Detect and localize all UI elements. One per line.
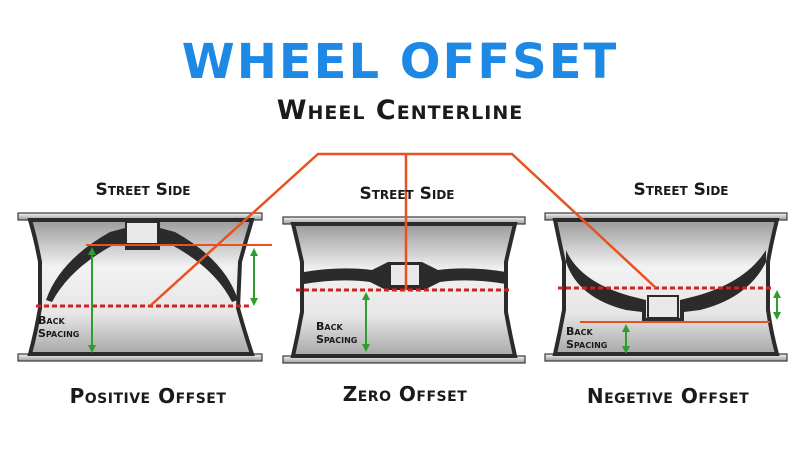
back-spacing-label-negative: Back Spacing	[566, 325, 608, 351]
back-spacing-label-positive: Back Spacing	[38, 314, 80, 340]
back-spacing-label-zero: Back Spacing	[316, 320, 358, 346]
centerline-callout	[149, 152, 657, 307]
back-spacing-arrowheads	[622, 324, 630, 354]
caption-negative-offset: Negetive Offset	[586, 384, 750, 408]
street-side-label-positive: Street Side	[95, 180, 191, 200]
street-side-label-zero: Street Side	[359, 184, 455, 204]
diagram-title: Wheel Offset	[181, 34, 619, 90]
street-side-label-negative: Street Side	[633, 180, 729, 200]
wheel-negative	[544, 212, 788, 362]
caption-positive-offset: Positive Offset	[69, 384, 227, 408]
offset-arrowheads	[773, 290, 781, 320]
caption-zero-offset: Zero Offset	[342, 382, 468, 406]
wheel-spoke-face	[566, 250, 766, 322]
wheel-hub	[125, 221, 159, 245]
centerline-leader	[149, 152, 657, 307]
diagram-subtitle: Wheel Centerline	[276, 95, 524, 126]
wheel-hub	[647, 295, 679, 319]
